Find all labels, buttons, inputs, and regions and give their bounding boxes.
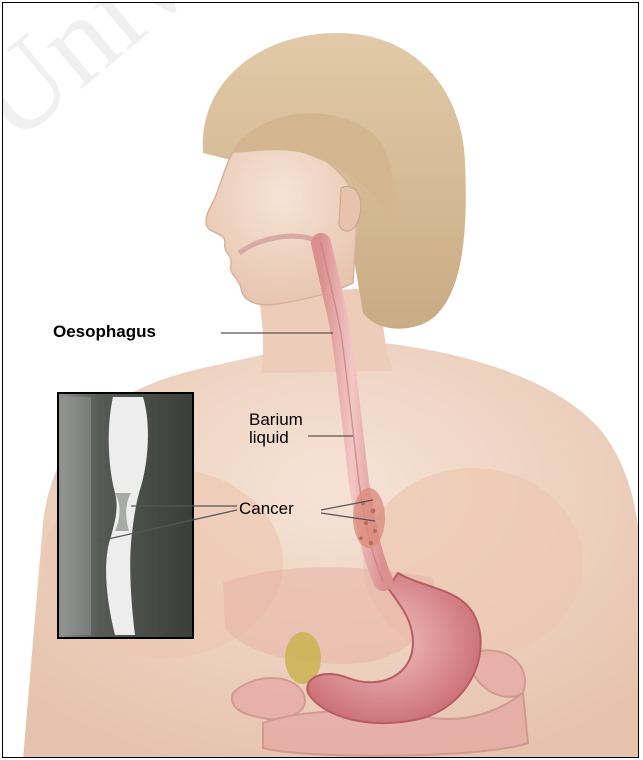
barium-liquid-label-line1: Barium bbox=[249, 410, 303, 430]
barium-liquid-label-line2: liquid bbox=[249, 428, 289, 448]
anatomy-illustration bbox=[3, 3, 639, 758]
oesophagus-label: Oesophagus bbox=[53, 322, 156, 342]
xray-inset bbox=[58, 393, 193, 638]
cancer-label: Cancer bbox=[239, 499, 294, 519]
